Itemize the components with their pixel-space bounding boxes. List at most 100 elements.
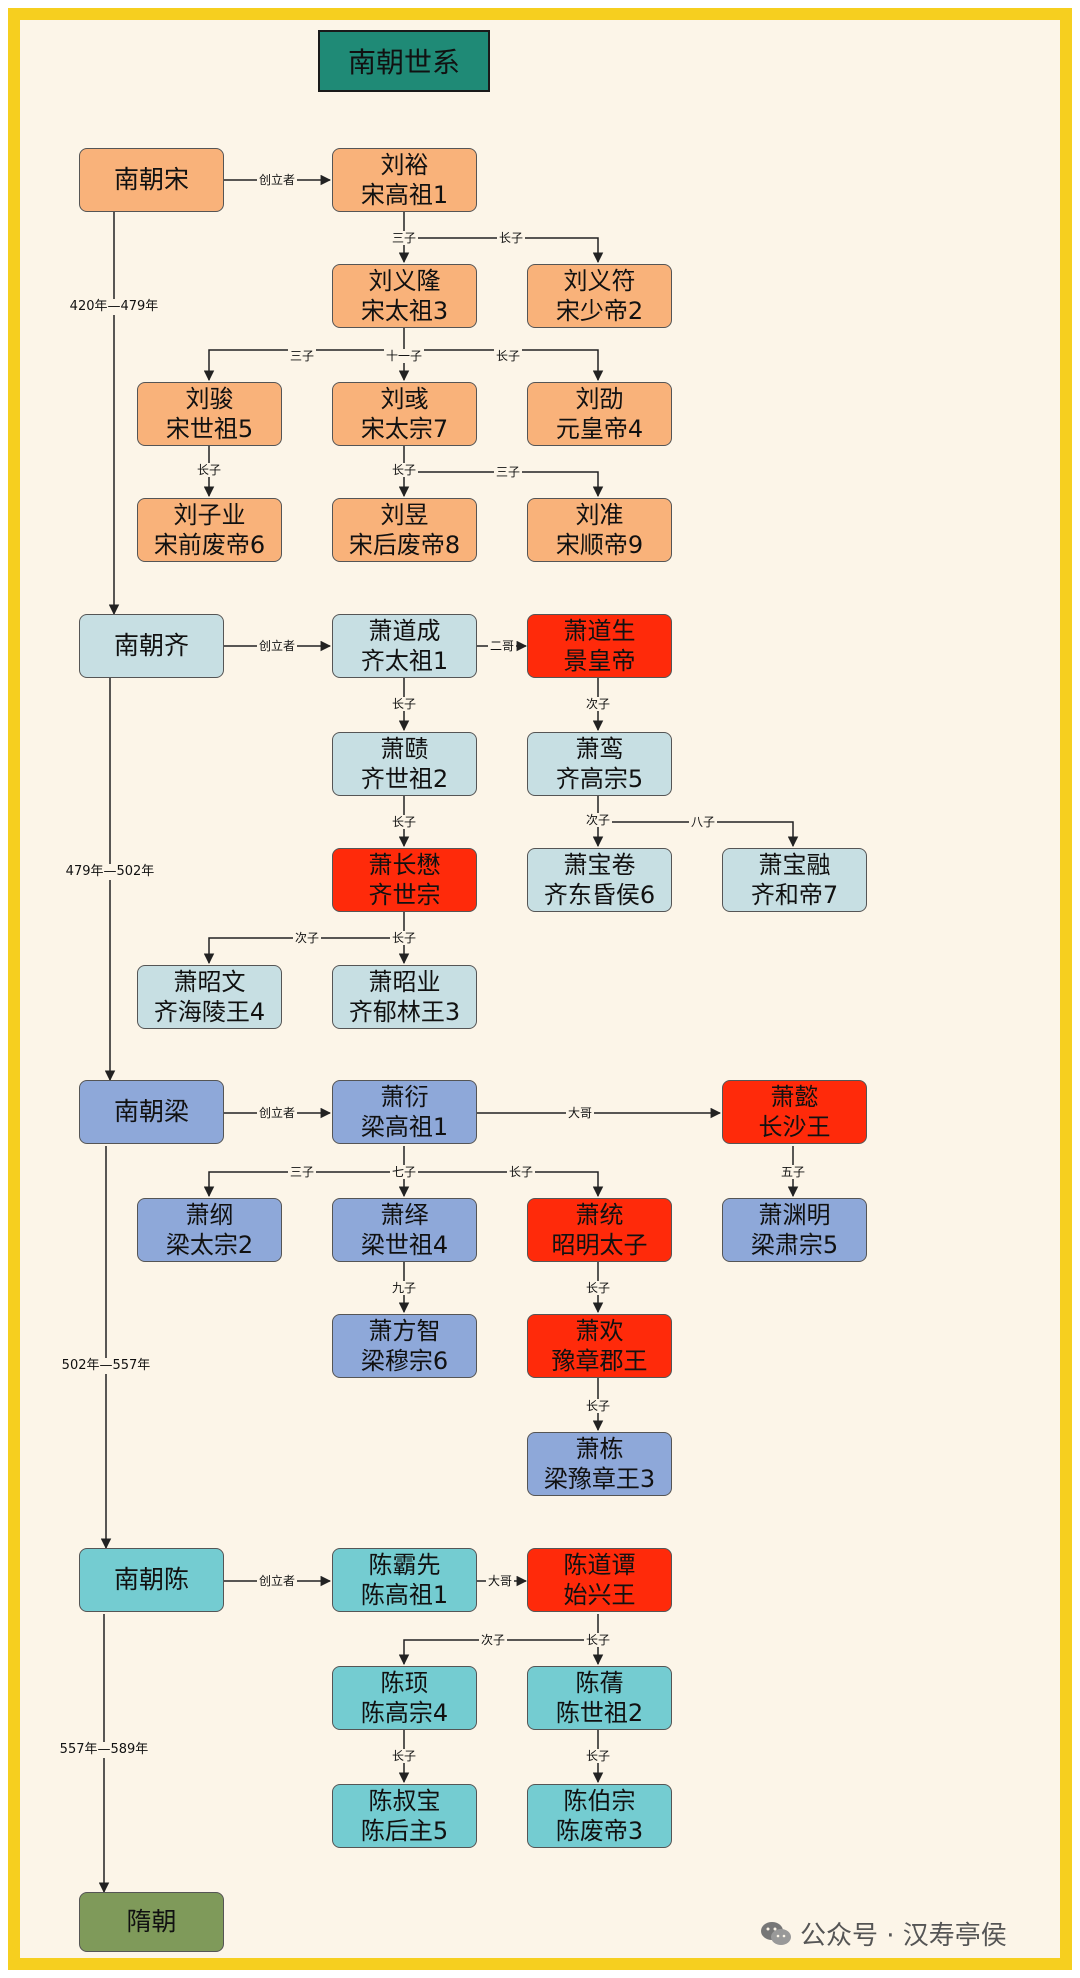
person-title: 宋后废帝8 <box>348 531 461 559</box>
person-name: 陈道谭 <box>563 1551 636 1579</box>
edge-label: 创立者 <box>256 1574 298 1588</box>
edge-label: 次子 <box>478 1633 508 1647</box>
dynasty-label: 隋朝 <box>126 1907 177 1936</box>
person-title: 宋前废帝6 <box>153 531 266 559</box>
person-title: 始兴王 <box>563 1581 636 1609</box>
person-name: 萧鸾 <box>575 735 624 763</box>
edge-label: 二哥 <box>487 639 517 653</box>
person-title: 宋世祖5 <box>165 415 254 443</box>
person-title: 齐世祖2 <box>360 765 449 793</box>
edge-label: 八子 <box>688 815 718 829</box>
edge-label: 长子 <box>389 463 419 477</box>
person-name: 萧昭业 <box>368 968 441 996</box>
person-title: 陈后主5 <box>360 1817 449 1845</box>
edge-label: 三子 <box>287 349 317 363</box>
person-title: 梁豫章王3 <box>543 1465 656 1493</box>
person-title: 齐海陵王4 <box>153 998 266 1026</box>
dynasty-label: 南朝宋 <box>113 165 189 194</box>
edge-label: 五子 <box>778 1165 808 1179</box>
person-name: 萧懿 <box>770 1083 819 1111</box>
person-title: 齐郁林王3 <box>348 998 461 1026</box>
person-chen-qian: 陈蒨陈世祖2 <box>527 1666 672 1730</box>
dynasty-qi: 南朝齐 <box>79 614 224 678</box>
edge-label: 大哥 <box>565 1106 595 1120</box>
person-name: 刘义隆 <box>368 267 441 295</box>
person-title: 宋太宗7 <box>360 415 449 443</box>
dynasty-label: 南朝齐 <box>113 631 189 660</box>
person-title: 梁穆宗6 <box>360 1347 449 1375</box>
person-title: 梁高祖1 <box>360 1113 449 1141</box>
person-chen-shubao: 陈叔宝陈后主5 <box>332 1784 477 1848</box>
person-name: 陈顼 <box>380 1669 429 1697</box>
edge-label: 三子 <box>389 231 419 245</box>
edge-label: 创立者 <box>256 639 298 653</box>
edge-label: 长子 <box>496 231 526 245</box>
edge-label: 三子 <box>287 1165 317 1179</box>
person-chen-xu: 陈顼陈高宗4 <box>332 1666 477 1730</box>
person-xiao-ze: 萧赜齐世祖2 <box>332 732 477 796</box>
person-name: 萧欢 <box>575 1317 624 1345</box>
person-name: 萧昭文 <box>173 968 246 996</box>
edge-label: 长子 <box>493 349 523 363</box>
watermark-text: 公众号 · 汉寿亭侯 <box>800 1921 1007 1951</box>
person-title: 梁世祖4 <box>360 1231 449 1259</box>
person-title: 齐东昏侯6 <box>543 881 656 909</box>
person-name: 刘彧 <box>380 385 429 413</box>
person-title: 元皇帝4 <box>555 415 644 443</box>
person-name: 萧方智 <box>368 1317 441 1345</box>
person-name: 刘裕 <box>380 151 429 179</box>
edge-label: 长子 <box>583 1749 613 1763</box>
person-name: 萧宝融 <box>758 851 831 879</box>
person-name: 刘义符 <box>563 267 636 295</box>
person-xiao-zhangmao: 萧长懋齐世宗 <box>332 848 477 912</box>
edge-label: 三子 <box>493 465 523 479</box>
person-name: 陈霸先 <box>368 1551 441 1579</box>
edge-label: 长子 <box>194 463 224 477</box>
person-title: 陈高祖1 <box>360 1581 449 1609</box>
person-xiao-luan: 萧鸾齐高宗5 <box>527 732 672 796</box>
person-name: 陈伯宗 <box>563 1787 636 1815</box>
person-liu-zhun: 刘准宋顺帝9 <box>527 498 672 562</box>
person-title: 陈高宗4 <box>360 1699 449 1727</box>
person-xiao-baorong: 萧宝融齐和帝7 <box>722 848 867 912</box>
edge-label: 长子 <box>389 815 419 829</box>
person-name: 萧道生 <box>563 617 636 645</box>
dynasty-label: 南朝陈 <box>113 1565 189 1594</box>
person-name: 萧宝卷 <box>563 851 636 879</box>
person-name: 刘骏 <box>185 385 234 413</box>
dynasty-liang: 南朝梁 <box>79 1080 224 1144</box>
edge-label: 次子 <box>292 931 322 945</box>
period-label-liang: 502年—557年 <box>59 1358 153 1374</box>
person-title: 景皇帝 <box>563 647 636 675</box>
dynasty-chen: 南朝陈 <box>79 1548 224 1612</box>
person-liu-jun: 刘骏宋世祖5 <box>137 382 282 446</box>
person-chen-daotan: 陈道谭始兴王 <box>527 1548 672 1612</box>
person-title: 陈废帝3 <box>555 1817 644 1845</box>
dynasty-label: 南朝梁 <box>113 1097 189 1126</box>
edge-label: 长子 <box>583 1633 613 1647</box>
person-xiao-fangzhi: 萧方智梁穆宗6 <box>332 1314 477 1378</box>
person-name: 萧赜 <box>380 735 429 763</box>
person-title: 宋太祖3 <box>360 297 449 325</box>
person-xiao-zhaowen: 萧昭文齐海陵王4 <box>137 965 282 1029</box>
person-xiao-gang: 萧纲梁太宗2 <box>137 1198 282 1262</box>
edge-label: 九子 <box>389 1281 419 1295</box>
person-liu-yifu: 刘义符宋少帝2 <box>527 264 672 328</box>
person-name: 陈蒨 <box>575 1669 624 1697</box>
person-liu-ziye: 刘子业宋前废帝6 <box>137 498 282 562</box>
person-name: 萧统 <box>575 1201 624 1229</box>
person-name: 萧衍 <box>380 1083 429 1111</box>
person-xiao-yuanming: 萧渊明梁肃宗5 <box>722 1198 867 1262</box>
edge-label: 长子 <box>583 1281 613 1295</box>
page-title: 南朝世系 <box>318 30 490 92</box>
period-label-chen: 557年—589年 <box>57 1742 151 1758</box>
person-xiao-dong: 萧栋梁豫章王3 <box>527 1432 672 1496</box>
person-name: 陈叔宝 <box>368 1787 441 1815</box>
person-title: 齐太祖1 <box>360 647 449 675</box>
edge-label: 长子 <box>389 1749 419 1763</box>
person-title: 齐世宗 <box>368 881 441 909</box>
person-title: 梁太宗2 <box>165 1231 254 1259</box>
dynasty-song: 南朝宋 <box>79 148 224 212</box>
edge-label: 长子 <box>389 697 419 711</box>
